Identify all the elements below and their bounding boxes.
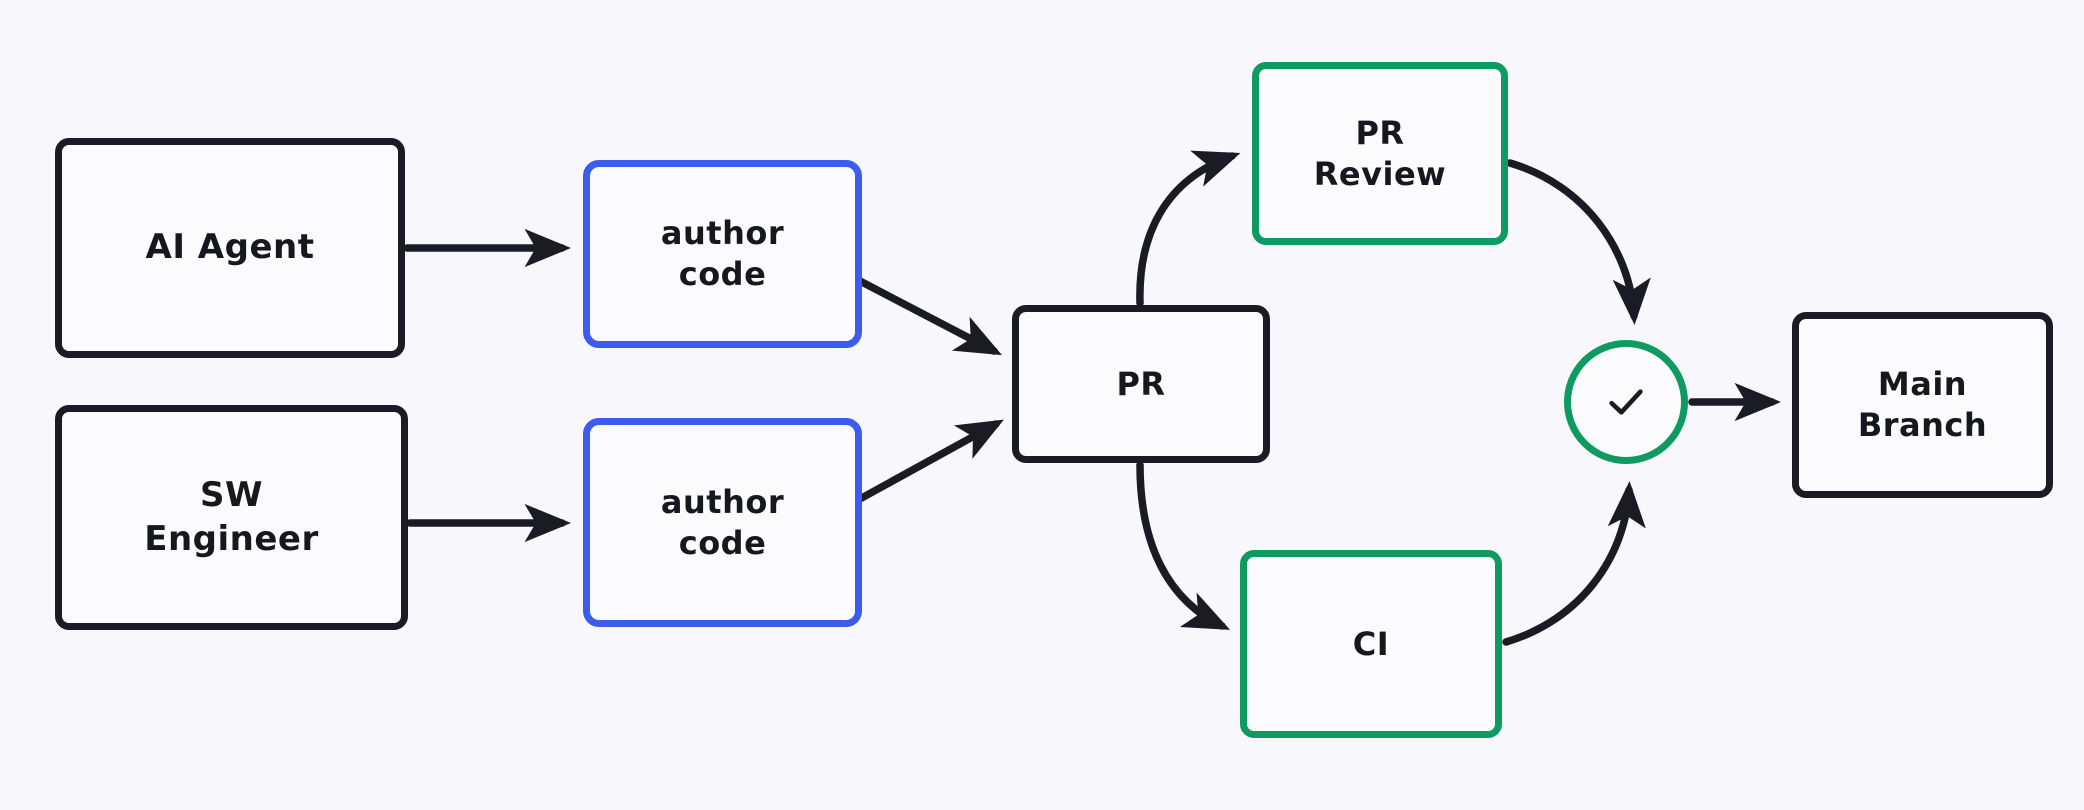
node-main-branch-label: Main Branch xyxy=(1857,365,1988,444)
edge-ci-to-merge-check xyxy=(1502,481,1646,646)
node-author-code-bottom[interactable]: author code xyxy=(583,418,862,627)
node-sw-engineer-label: SW Engineer xyxy=(144,474,319,559)
node-ci-label: CI xyxy=(1352,624,1390,663)
node-pr-review-label: PR Review xyxy=(1313,113,1447,193)
node-pr-review[interactable]: PR Review xyxy=(1252,62,1508,245)
node-merge-check[interactable] xyxy=(1564,340,1688,464)
node-ai-agent-label: AI Agent xyxy=(145,227,315,268)
node-pr[interactable]: PR xyxy=(1012,305,1270,463)
edge-pr-review-to-merge-check xyxy=(1506,159,1651,325)
check-icon xyxy=(1609,389,1643,415)
node-author-code-bottom-label: author code xyxy=(660,482,785,562)
edge-pr-to-ci xyxy=(1136,461,1231,630)
node-sw-engineer[interactable]: SW Engineer xyxy=(55,405,408,630)
edge-author-code-top-to-pr xyxy=(854,276,1002,356)
edge-pr-to-pr-review xyxy=(1136,150,1241,307)
node-main-branch[interactable]: Main Branch xyxy=(1792,312,2053,498)
edge-author-code-bot-to-pr xyxy=(854,419,1004,504)
node-ci[interactable]: CI xyxy=(1240,550,1502,738)
node-author-code-top[interactable]: author code xyxy=(583,160,862,348)
node-pr-label: PR xyxy=(1116,364,1166,403)
node-author-code-top-label: author code xyxy=(660,214,785,293)
node-ai-agent[interactable]: AI Agent xyxy=(55,138,405,358)
